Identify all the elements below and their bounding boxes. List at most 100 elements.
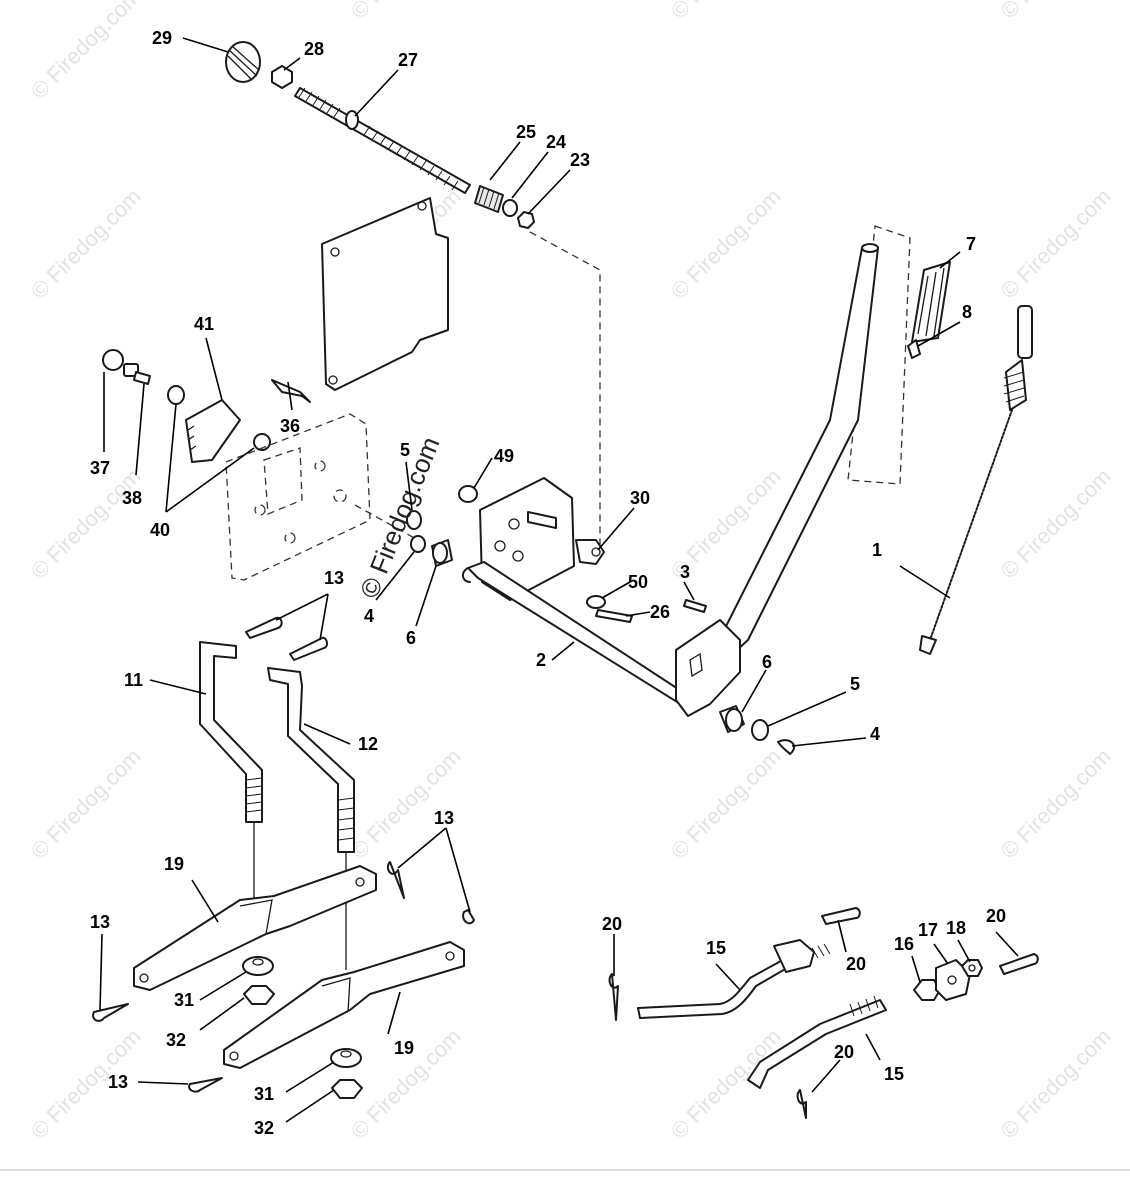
callout-17: 17 — [918, 920, 938, 940]
callout-26: 26 — [650, 602, 670, 622]
alignment-dashline — [529, 231, 601, 560]
ring-37 — [102, 349, 124, 371]
callout-13: 13 — [434, 808, 454, 828]
clip-36 — [271, 379, 311, 403]
callout-25: 25 — [516, 122, 536, 142]
bolt-8 — [907, 339, 921, 359]
callout-1: 1 — [872, 540, 882, 560]
callout-20: 20 — [986, 906, 1006, 926]
watermark-text: © Firedog.com — [26, 464, 146, 584]
callout-11: 11 — [124, 670, 143, 690]
hairpin-13 — [92, 1003, 129, 1022]
callout-20: 20 — [602, 914, 622, 934]
callout-16: 16 — [894, 934, 914, 954]
callout-5: 5 — [850, 674, 860, 694]
callout-2: 2 — [536, 650, 546, 670]
pin-26 — [595, 609, 633, 623]
lift-shaft-2 — [462, 561, 699, 711]
pin-3 — [683, 599, 707, 613]
washer-40 — [167, 385, 185, 405]
watermark-text: © Firedog.com — [996, 184, 1116, 304]
watermark-text: © Firedog.com — [996, 744, 1116, 864]
watermark-text: © Firedog.com — [996, 464, 1116, 584]
callout-labels: 29 28 27 25 24 23 7 8 41 37 38 40 36 5 4… — [90, 28, 1006, 1138]
callout-50: 50 — [628, 572, 648, 592]
cover-plate — [321, 197, 449, 391]
washer-5 — [406, 510, 422, 530]
lift-handle — [675, 243, 879, 717]
watermark-text: © Firedog.com — [666, 184, 786, 304]
callout-6: 6 — [406, 628, 416, 648]
callout-30: 30 — [630, 488, 650, 508]
callout-24: 24 — [546, 132, 566, 152]
nut-32 — [331, 1079, 363, 1099]
ring-4 — [777, 739, 796, 755]
callout-19: 19 — [394, 1038, 414, 1058]
block-17 — [935, 959, 971, 1001]
watermark-text: © Firedog.com — [996, 1024, 1116, 1144]
callout-7: 7 — [966, 234, 976, 254]
callout-31: 31 — [174, 990, 194, 1010]
callout-32: 32 — [166, 1030, 186, 1050]
watermark-text: © Firedog.com — [346, 744, 466, 864]
callout-19: 19 — [164, 854, 184, 874]
bushing-6 — [719, 705, 745, 733]
callout-40: 40 — [150, 520, 170, 540]
callout-13: 13 — [108, 1072, 128, 1092]
callout-13: 13 — [324, 568, 344, 588]
watermark-text: © Firedog.com — [996, 0, 1116, 24]
washer-49 — [458, 485, 478, 503]
callout-12: 12 — [358, 734, 378, 754]
callout-15: 15 — [706, 938, 726, 958]
watermark-text: © Firedog.com — [346, 0, 466, 24]
knob-41 — [185, 399, 241, 463]
callout-4: 4 — [870, 724, 880, 744]
bushing-31 — [242, 956, 274, 976]
callout-41: 41 — [194, 314, 214, 334]
callout-13: 13 — [90, 912, 110, 932]
callout-27: 27 — [398, 50, 418, 70]
hairpin-13 — [188, 1077, 223, 1093]
callout-8: 8 — [962, 302, 972, 322]
pivot-plate — [479, 477, 575, 601]
callout-20: 20 — [834, 1042, 854, 1062]
spring-25 — [474, 185, 504, 213]
leader-lines — [99, 37, 1019, 1123]
hairpin-13 — [289, 636, 329, 661]
callout-38: 38 — [122, 488, 142, 508]
threaded-rod-27 — [294, 87, 471, 194]
lift-arm-19 — [223, 941, 465, 1069]
watermark-text: © Firedog.com — [666, 744, 786, 864]
rod-15 — [747, 995, 887, 1089]
bushing-31 — [330, 1048, 362, 1068]
washer-40 — [253, 433, 271, 451]
callout-28: 28 — [304, 39, 324, 59]
callout-29: 29 — [152, 28, 172, 48]
alignment-dashline — [354, 504, 419, 541]
callout-49: 49 — [494, 446, 514, 466]
watermark-text: © Firedog.com — [666, 1024, 786, 1144]
callout-36: 36 — [280, 416, 300, 436]
washer-50 — [586, 595, 606, 609]
link-11 — [199, 641, 263, 900]
nut-32 — [243, 985, 275, 1005]
swivel-30 — [575, 539, 605, 565]
watermark-text: © Firedog.com — [666, 0, 786, 24]
callout-31: 31 — [254, 1084, 274, 1104]
washer-5 — [751, 719, 769, 741]
callout-37: 37 — [90, 458, 110, 478]
callout-15: 15 — [884, 1064, 904, 1084]
cotter-pin-20 — [796, 1089, 807, 1119]
callout-32: 32 — [254, 1118, 274, 1138]
cable-1 — [919, 305, 1033, 655]
cotter-pin-20 — [821, 907, 861, 925]
callout-23: 23 — [570, 150, 590, 170]
cotter-pin-20 — [999, 953, 1039, 975]
mount-bracket — [225, 413, 371, 581]
knob-29 — [225, 41, 261, 83]
callout-18: 18 — [946, 918, 966, 938]
screw-38 — [123, 363, 151, 385]
bushing-6 — [431, 539, 453, 567]
